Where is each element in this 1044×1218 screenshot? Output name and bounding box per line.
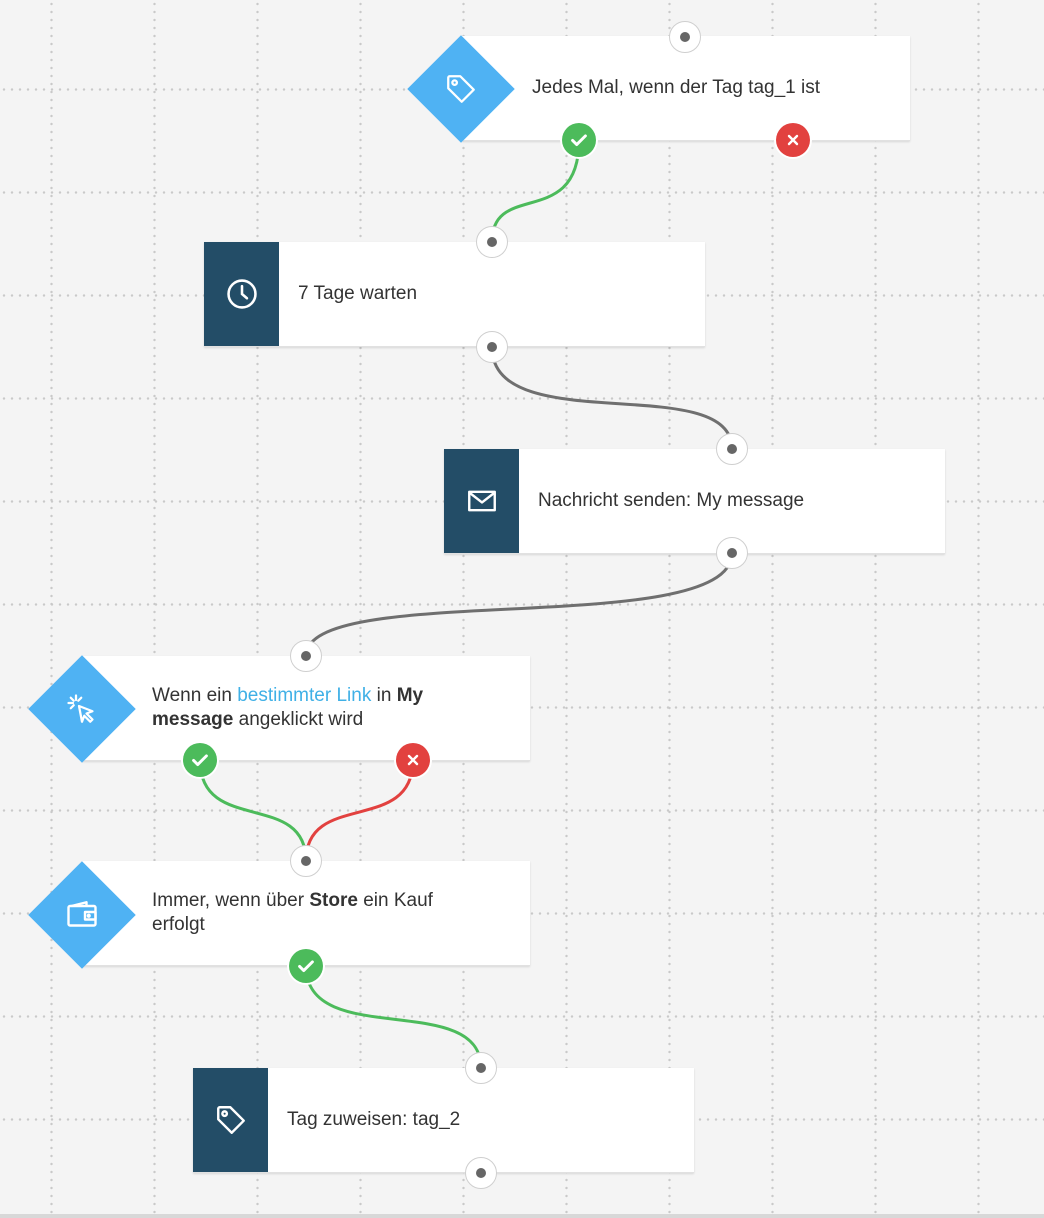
assign-tag-icon-box xyxy=(193,1068,268,1172)
wait-node[interactable]: 7 Tage warten xyxy=(204,242,705,347)
send-input-port[interactable] xyxy=(716,433,748,465)
purchase-input-port[interactable] xyxy=(290,845,322,877)
wait-icon-box xyxy=(204,242,279,346)
send-output-port[interactable] xyxy=(716,537,748,569)
close-icon xyxy=(407,754,419,766)
wire-tag-yes-to-wait xyxy=(490,139,581,243)
purchase-yes-badge[interactable] xyxy=(289,949,323,983)
check-icon xyxy=(571,134,587,147)
link-click-label: Wenn ein bestimmter Link in My message a… xyxy=(152,656,482,760)
wait-label: 7 Tage warten xyxy=(298,283,418,304)
tag-trigger-label: Jedes Mal, wenn der Tag tag_1 ist xyxy=(532,77,820,98)
cursor-click-icon xyxy=(62,689,102,729)
wire-link-yes-to-purchase xyxy=(198,759,308,862)
send-message-label: Nachricht senden: My message xyxy=(538,490,805,511)
wire-purchase-yes-to-assign xyxy=(304,965,483,1069)
assign-tag-input-port[interactable] xyxy=(465,1052,497,1084)
wallet-icon xyxy=(62,895,102,935)
wire-send-to-link xyxy=(304,552,734,657)
link-click-middle: in xyxy=(376,685,392,706)
check-icon xyxy=(298,960,314,973)
tag-trigger-node[interactable]: Jedes Mal, wenn der Tag tag_1 ist xyxy=(462,36,910,141)
assign-tag-output-port[interactable] xyxy=(465,1157,497,1189)
link-click-input-port[interactable] xyxy=(290,640,322,672)
tag-icon xyxy=(216,1106,245,1134)
tag-trigger-input-port[interactable] xyxy=(669,21,701,53)
store-name: Store xyxy=(309,890,358,911)
purchase-label: Immer, wenn über Store ein Kauf erfolgt xyxy=(152,861,482,965)
message-name-part1: My xyxy=(396,685,424,706)
wait-output-port[interactable] xyxy=(476,331,508,363)
purchase-line2: erfolgt xyxy=(152,914,205,935)
link-click-node[interactable]: Wenn ein bestimmter Link in My message a… xyxy=(82,656,530,761)
canvas-bottom-edge xyxy=(0,1214,1044,1218)
tag-trigger-yes-badge[interactable] xyxy=(562,123,596,157)
send-icon-box xyxy=(444,449,519,553)
send-message-node[interactable]: Nachricht senden: My message xyxy=(444,449,945,554)
tag-icon xyxy=(441,69,481,109)
message-name-part2: message xyxy=(152,709,234,730)
wire-wait-to-send xyxy=(490,346,734,450)
purchase-prefix: Immer, wenn über xyxy=(152,890,305,911)
wait-input-port[interactable] xyxy=(476,226,508,258)
specific-link-link[interactable]: bestimmter Link xyxy=(237,685,372,706)
assign-tag-label: Tag zuweisen: tag_2 xyxy=(287,1109,461,1130)
link-click-text: Wenn ein bestimmter Link in My message a… xyxy=(152,684,482,732)
clock-icon xyxy=(226,279,257,309)
tag-trigger-no-badge[interactable] xyxy=(776,123,810,157)
link-click-no-badge[interactable] xyxy=(396,743,430,777)
purchase-text: Immer, wenn über Store ein Kauf erfolgt xyxy=(152,889,433,937)
purchase-suffix: ein Kauf xyxy=(363,890,433,911)
link-click-suffix: angeklickt wird xyxy=(238,709,364,730)
check-icon xyxy=(192,754,208,767)
purchase-node[interactable]: Immer, wenn über Store ein Kauf erfolgt xyxy=(82,861,530,966)
link-click-yes-badge[interactable] xyxy=(183,743,217,777)
wire-link-no-to-purchase xyxy=(304,759,415,862)
assign-tag-node[interactable]: Tag zuweisen: tag_2 xyxy=(193,1068,694,1173)
close-icon xyxy=(787,134,799,146)
envelope-icon xyxy=(467,490,496,512)
link-click-prefix: Wenn ein xyxy=(152,685,232,706)
